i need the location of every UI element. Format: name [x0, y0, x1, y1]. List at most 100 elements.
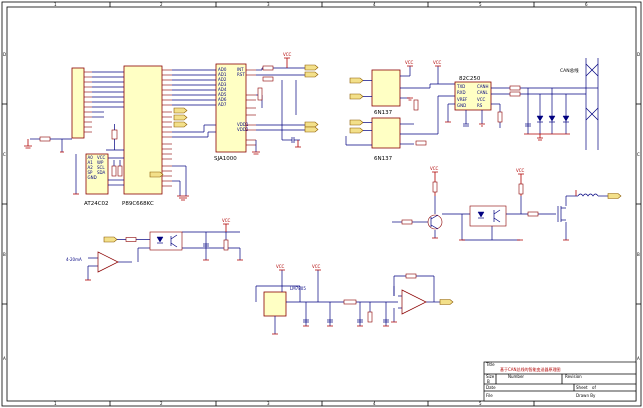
optocoupler-chip-1 [371, 69, 401, 107]
port-flag [304, 121, 319, 128]
optocoupler-chip-2 [371, 117, 401, 149]
eeprom-pin-wp: WP [97, 160, 104, 165]
eeprom-pin-scl: SCL [97, 165, 105, 170]
pullup-resistor [117, 165, 123, 177]
feedback-resistor [405, 273, 417, 279]
optocoupler-1-name: 6N137 [374, 110, 393, 116]
can-controller-section: AD0 AD1 AD2 AD3 AD4 AD5 AD6 AD7 INT RST … [214, 52, 319, 162]
port-flag [304, 71, 319, 78]
title-block: Title 基于CAN总线的智能变送器原理图 Size B Number Rev… [483, 361, 637, 402]
zone-row-b: B [3, 252, 6, 257]
resistor [415, 140, 427, 146]
zone-row-c: C [3, 152, 6, 157]
vcc-label: VCC [222, 218, 231, 223]
output-driver-section: VCC VCC [392, 166, 622, 241]
resistor [367, 311, 373, 323]
tvs-diode [536, 115, 544, 122]
resistor [262, 76, 274, 82]
transceiver-pin-canh: CANH [477, 84, 489, 89]
resistor [223, 239, 229, 251]
transceiver-pin-vref: VREF [457, 97, 468, 102]
port-flag [439, 299, 454, 305]
eeprom-pin-sda: SDA [97, 170, 106, 175]
zone-row-a-right: A [637, 356, 640, 361]
optocoupler-2-name: 6N137 [374, 156, 393, 162]
zone-row-b-right: B [637, 252, 640, 257]
number-label: Number [508, 374, 524, 379]
transceiver-section: 82C250 TXD RXD VREF GND CANH CANL VCC RS [445, 58, 599, 150]
resistor [413, 99, 419, 111]
inductor [577, 193, 599, 197]
tvs-diode [548, 115, 556, 122]
zone-row-d-right: D [637, 52, 640, 57]
vcc-label: VCC [433, 60, 442, 65]
size-label: Size [486, 374, 495, 379]
reset-resistor [39, 136, 51, 142]
port-flag [607, 193, 622, 199]
resistor [257, 87, 263, 101]
eeprom-pin-sp: SP [88, 170, 94, 175]
opamp-output [401, 289, 427, 315]
zone-col-5-bottom: 5 [479, 401, 482, 406]
zone-col-6: 6 [585, 2, 588, 7]
eeprom-pin-a2: A2 [88, 165, 94, 170]
sja-pin-tx1: RST [237, 72, 245, 77]
resistor [432, 181, 438, 193]
port-flag [103, 236, 118, 243]
sja-pin-vdd2: VDD2 [237, 127, 249, 132]
transceiver-pin-rs: RS [477, 103, 483, 108]
zone-col-1-bottom: 1 [54, 401, 57, 406]
optocoupler-section: 6N137 6N137 VCC VCC [345, 60, 455, 162]
resistor [262, 65, 274, 71]
sja-pin-ad3: AD3 [218, 82, 227, 87]
eeprom-pin-vcc: VCC [97, 155, 106, 160]
sheet-value: of [592, 385, 596, 390]
port-flag [304, 64, 319, 71]
port-flag [304, 126, 319, 133]
crystal [111, 129, 118, 140]
resistor [518, 183, 524, 195]
sja-pin-ad2: AD2 [218, 77, 227, 82]
eeprom-part-name: AT24C02 [84, 201, 109, 207]
drawing-title: 基于CAN总线的智能变送器原理图 [500, 366, 561, 372]
can-bus-label: CAN总线 [560, 67, 579, 74]
zone-col-1: 1 [54, 2, 57, 7]
resistor [509, 85, 521, 91]
regulator-section: VCC VCC LM7805 [255, 264, 454, 335]
vcc-label: VCC [430, 166, 439, 171]
current-input-label: 4-20mA [66, 257, 82, 262]
zone-row-c-right: C [637, 152, 640, 157]
resistor [401, 219, 413, 225]
sja-pin-ad6: AD6 [218, 97, 227, 102]
header-strip [71, 67, 85, 139]
slope-resistor [497, 111, 503, 123]
tvs-diode [562, 115, 570, 122]
sja-pin-vdd1: VDD1 [237, 122, 249, 127]
sheet-label: Sheet [576, 385, 588, 390]
revision-label: Revision [565, 374, 582, 379]
sja-pin-ad0: AD0 [218, 67, 227, 72]
resistor [527, 211, 539, 217]
transceiver-pin-txd: TXD [456, 84, 465, 89]
size-value: B [487, 379, 490, 384]
regulator-chip [263, 291, 287, 317]
title-label: Title [485, 362, 495, 367]
zone-col-2-bottom: 2 [160, 401, 163, 406]
port-flag [349, 119, 364, 126]
transistor [427, 214, 443, 230]
zone-col-3-bottom: 3 [267, 401, 270, 406]
zone-col-4-bottom: 4 [373, 401, 376, 406]
sja-pin-ad7: AD7 [218, 102, 227, 107]
can-controller-part-name: SJA1000 [214, 156, 237, 162]
transceiver-part-name: 82C250 [459, 76, 481, 82]
transceiver-chip [454, 81, 492, 111]
can-controller-chip [215, 63, 247, 153]
zone-row-a: A [3, 356, 6, 361]
port-flag [349, 77, 364, 84]
port-flag [149, 171, 164, 178]
port-flag [173, 114, 188, 121]
zone-row-d: D [3, 52, 6, 57]
zone-col-4: 4 [373, 2, 376, 7]
regulator-part-name: LM7805 [290, 286, 306, 291]
transceiver-pin-rxd: RXD [457, 90, 466, 95]
